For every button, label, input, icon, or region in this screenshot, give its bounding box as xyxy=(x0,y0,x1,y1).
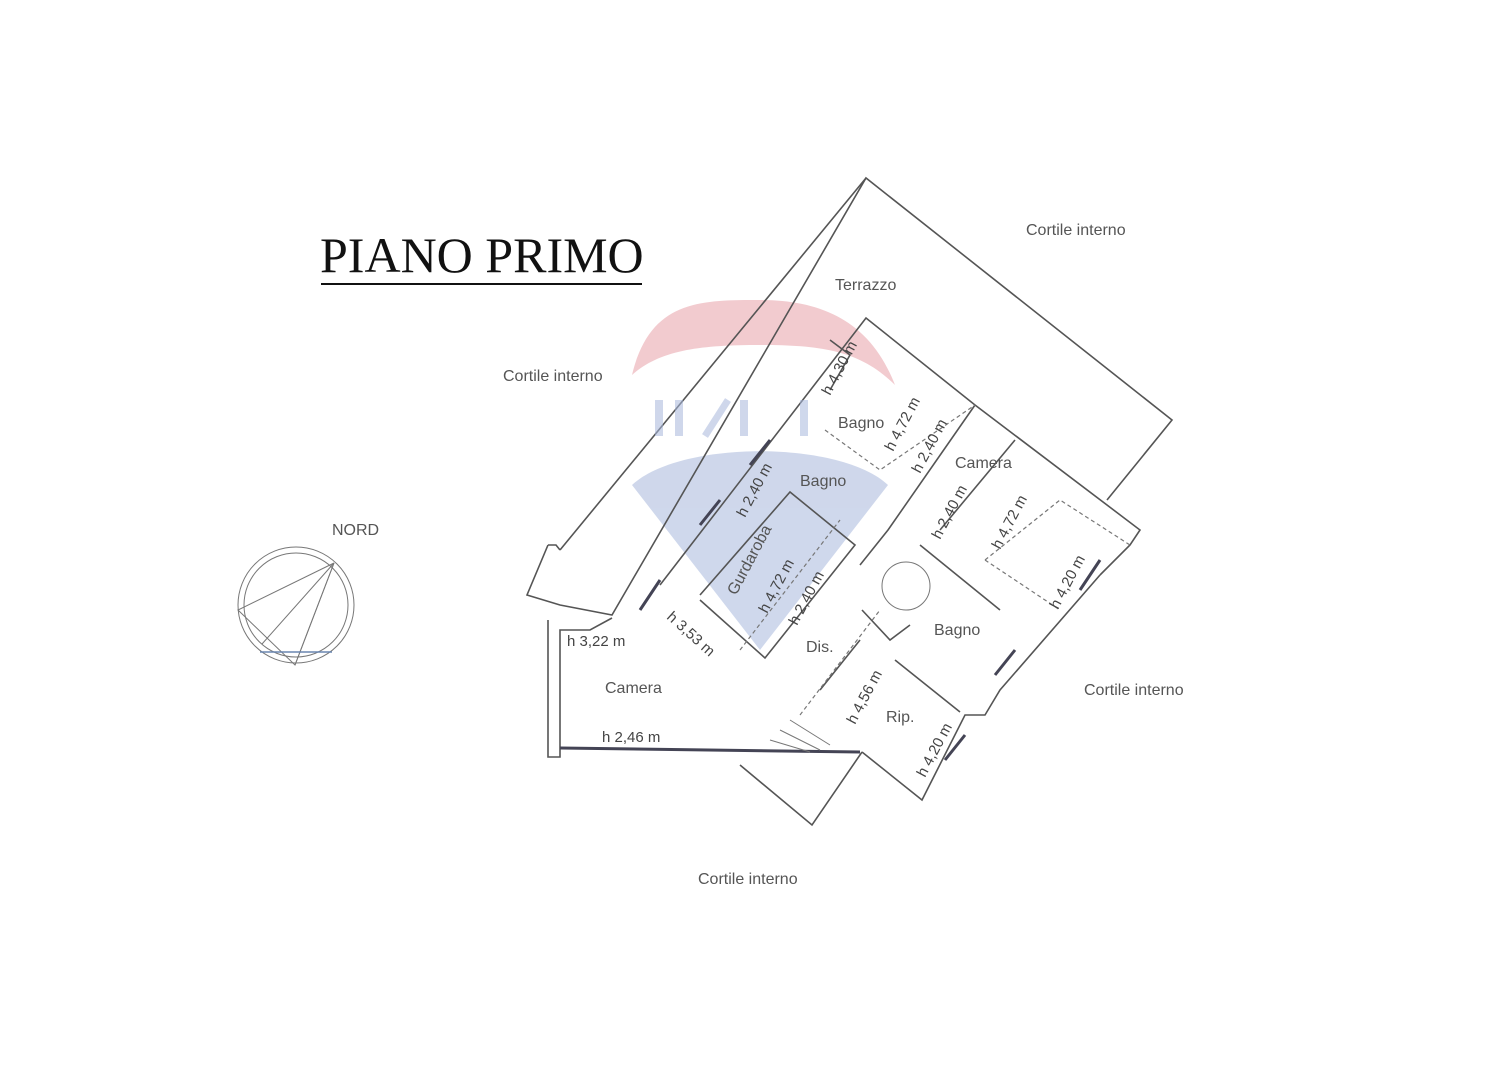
north-label: NORD xyxy=(332,522,379,539)
height-label: h 2,40 m xyxy=(909,416,951,476)
room-label-dis: Dis. xyxy=(806,639,834,656)
plan-title: PIANO PRIMO xyxy=(320,227,644,283)
height-label: h 2,40 m xyxy=(929,482,971,542)
outside-label: Cortile interno xyxy=(1026,222,1126,239)
outside-label: Cortile interno xyxy=(1084,682,1184,699)
height-label: h 4,20 m xyxy=(914,720,956,780)
outside-label: Cortile interno xyxy=(503,368,603,385)
remax-watermark xyxy=(632,300,895,650)
height-label: h 4,56 m xyxy=(844,667,886,727)
height-label: h 4,20 m xyxy=(1047,552,1089,612)
room-label-bagno: Bagno xyxy=(800,473,846,490)
height-label: h 4,72 m xyxy=(989,492,1031,552)
room-label-bagno: Bagno xyxy=(934,622,980,639)
room-label-terrazzo: Terrazzo xyxy=(835,277,896,294)
height-label: h 3,22 m xyxy=(567,633,625,650)
room-label-rip: Rip. xyxy=(886,709,914,726)
height-label: h 3,53 m xyxy=(663,608,718,660)
room-label-camera: Camera xyxy=(605,680,662,697)
outside-label: Cortile interno xyxy=(698,871,798,888)
north-compass-icon xyxy=(237,546,355,666)
height-label: h 2,46 m xyxy=(602,729,660,746)
room-label-camera: Camera xyxy=(955,455,1012,472)
walls xyxy=(525,176,1174,827)
room-label-bagno: Bagno xyxy=(838,415,884,432)
remax-logo-lettering xyxy=(655,398,808,438)
